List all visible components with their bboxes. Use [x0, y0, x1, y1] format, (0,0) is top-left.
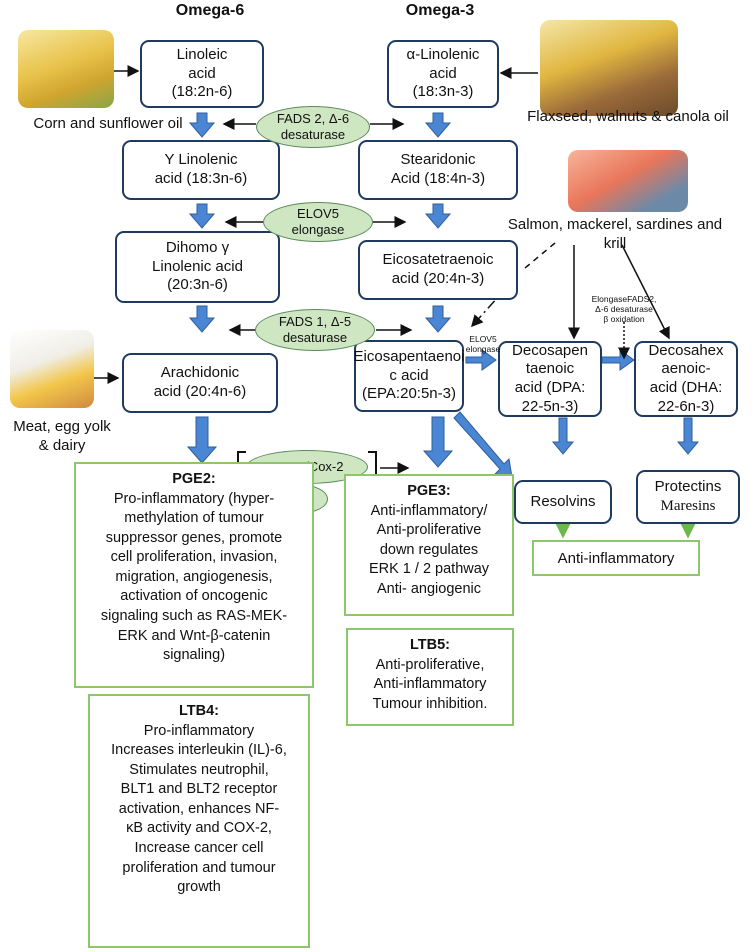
corn-oil-label: Corn and sunflower oil — [33, 115, 183, 132]
omega6-header: Omega-6 — [175, 2, 245, 19]
meat-label: Meat, egg yolk& dairy — [13, 418, 111, 454]
flaxseed-walnut-image — [540, 20, 678, 116]
flax-label: Flaxseed, walnuts & canola oil — [527, 108, 729, 125]
anti-inflammatory-box: Anti-inflammatory — [532, 540, 700, 576]
resolvins-box: Resolvins — [514, 480, 612, 524]
pge2-box: PGE2: Pro-inflammatory (hyper-methylatio… — [74, 462, 314, 688]
blue-arrows — [186, 112, 700, 478]
corn-oil-image — [18, 30, 114, 108]
ltb5-box: LTB5: Anti-proliferative,Anti-inflammato… — [346, 628, 514, 726]
dairy-image — [10, 330, 94, 408]
pge3-box: PGE3: Anti-inflammatory/Anti-proliferati… — [344, 474, 514, 616]
omega3-header: Omega-3 — [405, 2, 475, 19]
green-small-arrows — [555, 523, 696, 539]
salmon-image — [568, 150, 688, 212]
black-arrows — [92, 65, 670, 476]
